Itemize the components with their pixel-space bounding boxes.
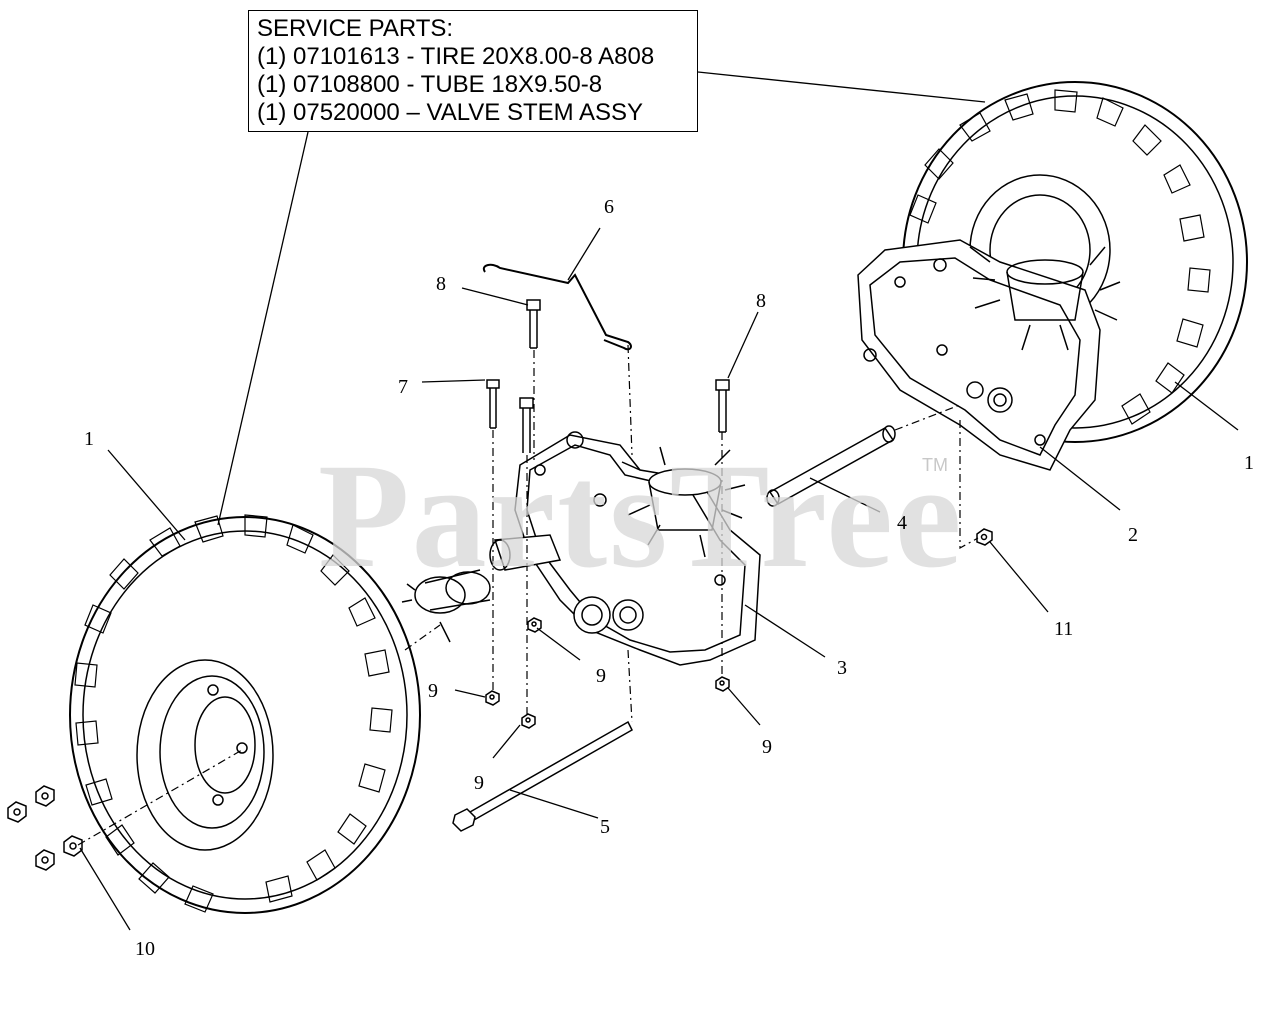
callout-10[interactable]: 10 <box>135 938 155 960</box>
callout-3[interactable]: 3 <box>837 657 847 679</box>
callout-1-left[interactable]: 1 <box>84 428 94 450</box>
service-parts-heading: SERVICE PARTS: <box>257 15 454 42</box>
callout-6[interactable]: 6 <box>604 196 614 218</box>
callout-9-b[interactable]: 9 <box>474 772 484 794</box>
leader-lines <box>79 71 1239 931</box>
callout-9-c[interactable]: 9 <box>596 665 606 687</box>
service-part-line: (1) 07520000 – VALVE STEM ASSY <box>257 99 643 126</box>
assembly-lines <box>77 344 979 846</box>
callout-4[interactable]: 4 <box>897 512 907 534</box>
bolt-8-left[interactable] <box>526 299 541 349</box>
callout-2[interactable]: 2 <box>1128 524 1138 546</box>
left-tire[interactable] <box>69 514 421 914</box>
control-rod[interactable] <box>482 263 632 351</box>
watermark-text: PartsTree <box>318 433 964 599</box>
callout-8-left[interactable]: 8 <box>436 273 446 295</box>
bolt-7[interactable] <box>486 379 500 429</box>
nut-9-b[interactable] <box>521 713 536 729</box>
nut-9-d[interactable] <box>715 676 730 692</box>
nut-9-a[interactable] <box>485 690 500 706</box>
bolt-8-mid[interactable] <box>519 397 534 453</box>
callout-7[interactable]: 7 <box>398 376 408 398</box>
service-parts-box: SERVICE PARTS: (1) 07101613 - TIRE 20X8.… <box>248 10 698 132</box>
long-bolt[interactable] <box>452 720 633 832</box>
right-transaxle-housing[interactable] <box>857 239 1121 471</box>
service-part-line: (1) 07101613 - TIRE 20X8.00-8 A808 <box>257 43 655 70</box>
lug-nuts-10[interactable] <box>7 785 83 871</box>
callout-1-right[interactable]: 1 <box>1244 452 1254 474</box>
callout-9-a[interactable]: 9 <box>428 680 438 702</box>
bolt-8-right[interactable] <box>715 379 730 433</box>
callout-5[interactable]: 5 <box>600 816 610 838</box>
service-part-line: (1) 07108800 - TUBE 18X9.50-8 <box>257 71 603 98</box>
watermark-tm: TM <box>922 455 948 475</box>
callout-9-d[interactable]: 9 <box>762 736 772 758</box>
callout-8-right[interactable]: 8 <box>756 290 766 312</box>
callout-11[interactable]: 11 <box>1054 618 1074 640</box>
spacer-tube[interactable] <box>766 425 896 507</box>
nut-11[interactable] <box>976 528 993 546</box>
